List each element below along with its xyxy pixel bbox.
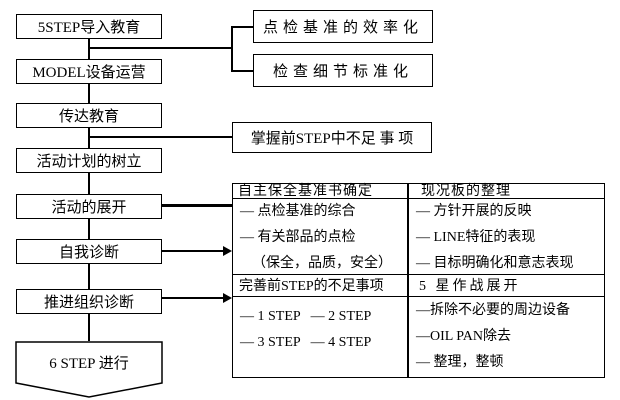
connector-5-6 xyxy=(88,219,90,239)
bracket-vertical xyxy=(231,26,233,72)
connector-2-3 xyxy=(88,84,90,103)
flow-step-self-diagnosis: 自我诊断 xyxy=(16,239,162,264)
table-cell-five-star-items: —拆除不必要的周边设备 —OIL PAN除去 — 整理，整顿 xyxy=(409,297,604,377)
arrow-line-self-diagnosis xyxy=(162,250,225,252)
connector-1-2 xyxy=(88,39,90,59)
table-column-divider xyxy=(407,184,409,377)
table-header-maintenance-standard: 自主保全基准书确定 xyxy=(238,184,373,199)
six-step-shape xyxy=(15,341,163,398)
table-cell-maintenance-items: — 点检基准的综合 — 有关部品的点检 （保全，品质，安全） xyxy=(233,199,407,273)
flow-step-intro-education: 5STEP导入教育 xyxy=(16,14,162,39)
table-row-line-2 xyxy=(233,273,604,275)
flow-step-activity-plan: 活动计划的树立 xyxy=(16,148,162,173)
bracket-stub-upper xyxy=(231,26,253,28)
arrow-line-org-diagnosis xyxy=(162,297,225,299)
arrowhead-self-diagnosis-icon xyxy=(223,246,232,256)
table-row-line-1 xyxy=(233,197,604,199)
branch-line-middle xyxy=(88,136,232,138)
flow-step-model-equipment: MODEL设备运营 xyxy=(16,59,162,84)
flow-step-activity-expand: 活动的展开 xyxy=(16,194,162,219)
arrowhead-org-diagnosis-icon xyxy=(223,293,232,303)
connector-4-5 xyxy=(88,173,90,194)
callout-inspection-standardization: 检查细节标准化 xyxy=(253,54,433,87)
list-item: — 3 STEP — 4 STEP xyxy=(240,335,372,350)
list-item: （保全，品质，安全） xyxy=(252,256,392,271)
table-cell-status-board-items: — 方针开展的反映 — LINE特征的表现 — 目标明确化和意志表现 xyxy=(409,199,604,273)
table-header-status-board: 现况板的整理 xyxy=(421,184,511,199)
list-item: —拆除不必要的周边设备 xyxy=(416,303,570,318)
callout-inspection-efficiency: 点检基准的效率化 xyxy=(253,10,433,43)
list-item: — 方针开展的反映 xyxy=(416,204,532,219)
table-cell-step-items: — 1 STEP — 2 STEP — 3 STEP — 4 STEP xyxy=(233,297,407,377)
connector-7-terminal xyxy=(88,314,90,341)
list-item: — 有关部品的点检 xyxy=(240,230,356,245)
table-header-improve-shortcomings: 完善前STEP的不足事项 xyxy=(239,279,384,294)
connector-3-4 xyxy=(88,128,90,148)
connector-6-7 xyxy=(88,264,90,289)
callout-grasp-shortcomings: 掌握前STEP中不足 事 项 xyxy=(232,122,432,153)
flow-step-org-diagnosis: 推进组织诊断 xyxy=(16,289,162,314)
list-item: — 1 STEP — 2 STEP xyxy=(240,309,372,324)
branch-line-top xyxy=(88,47,232,49)
bracket-stub-lower xyxy=(231,70,253,72)
detail-table: 自主保全基准书确定 现况板的整理 — 点检基准的综合 — 有关部品的点检 （保全… xyxy=(232,183,605,378)
six-step-label: 6 STEP 进行 xyxy=(49,356,129,372)
table-row-line-3 xyxy=(233,295,604,297)
list-item: —OIL PAN除去 xyxy=(416,329,512,344)
thick-link-activity-expand xyxy=(162,204,232,207)
list-item: — 整理，整顿 xyxy=(416,355,504,370)
table-header-five-star-operation: 5 星作战展开 xyxy=(419,279,521,294)
list-item: — LINE特征的表现 xyxy=(416,230,536,245)
list-item: — 目标明确化和意志表现 xyxy=(416,256,574,271)
flow-step-convey-education: 传达教育 xyxy=(16,103,162,128)
list-item: — 点检基准的综合 xyxy=(240,204,356,219)
